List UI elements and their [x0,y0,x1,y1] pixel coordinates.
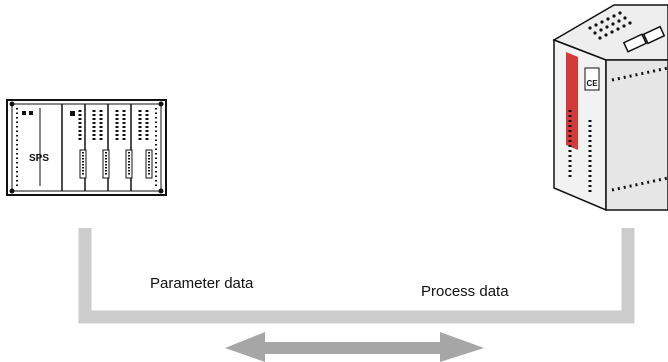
bus-line [78,228,635,324]
parameter-data-label: Parameter data [150,275,254,292]
plc-label: SPS [29,153,49,164]
drive-device: CE [552,4,668,212]
bidirectional-arrow [225,332,484,362]
device-ce-label: CE [586,79,598,88]
process-data-label: Process data [421,283,509,300]
plc-rack: SPS [6,99,167,196]
